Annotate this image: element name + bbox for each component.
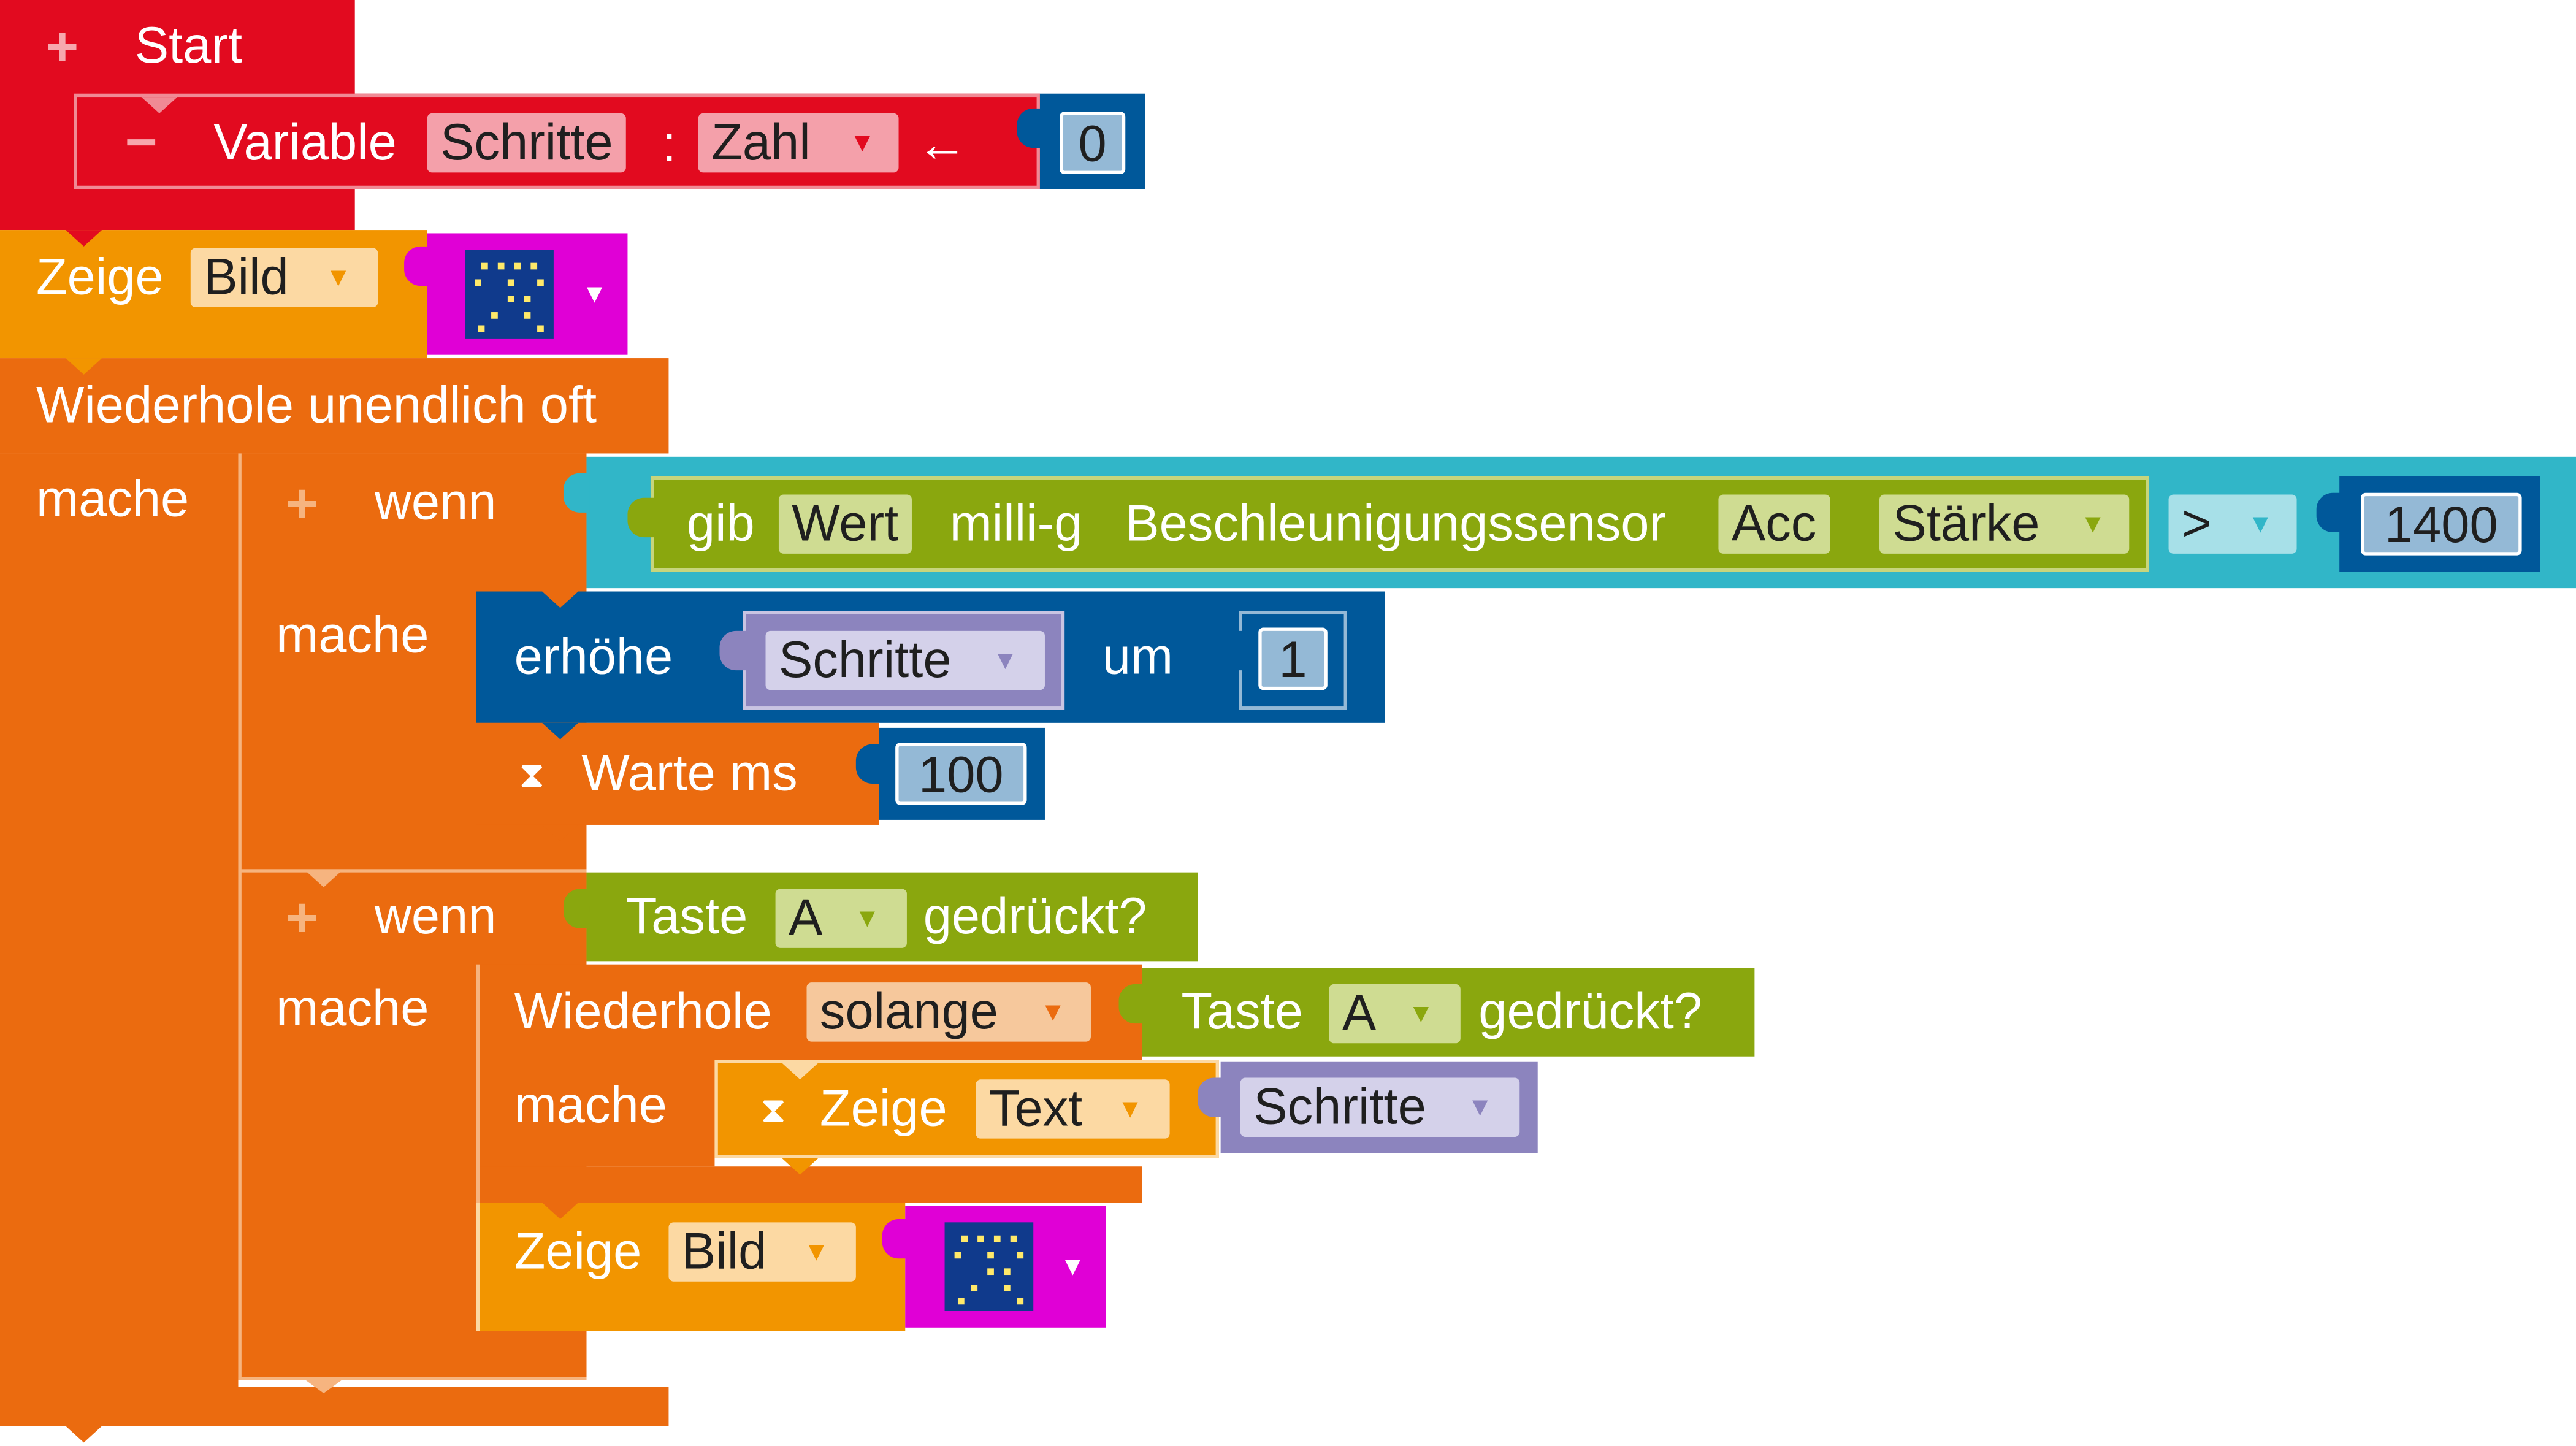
forever-loop-block[interactable] — [0, 358, 669, 454]
assign-arrow: ← — [916, 115, 968, 173]
dropdown-arrow-icon: ▼ — [2247, 511, 2274, 539]
show-text-label: Zeige — [819, 1079, 947, 1138]
show-kind-dropdown[interactable]: Bild ▼ — [190, 248, 378, 308]
increment-amount-field[interactable]: 1 — [1258, 627, 1328, 690]
show-text-variable-dropdown[interactable]: Schritte ▼ — [1240, 1077, 1520, 1138]
dropdown-arrow-icon: ▼ — [1408, 1000, 1434, 1029]
increment-variable-value: Schritte — [778, 630, 952, 689]
while-do-label: mache — [514, 1076, 667, 1134]
if2-do-label: mache — [276, 979, 429, 1037]
start-label: Start — [134, 16, 243, 74]
threshold-value-field[interactable]: 1400 — [2361, 492, 2522, 556]
show-image-2-kind-dropdown[interactable]: Bild ▼ — [668, 1222, 856, 1282]
show-text-variable-value: Schritte — [1253, 1077, 1426, 1136]
while-button-value: A — [1342, 984, 1377, 1042]
show-image-2-kind-value: Bild — [681, 1222, 767, 1280]
dropdown-arrow-icon: ▼ — [849, 129, 876, 158]
while-mode-value: solange — [819, 982, 998, 1040]
plus-icon[interactable]: + — [286, 887, 319, 950]
dropdown-arrow-icon[interactable]: ▼ — [1060, 1253, 1086, 1282]
dropdown-arrow-icon: ▼ — [1467, 1094, 1493, 1122]
while-label: Wiederhole — [514, 982, 772, 1040]
variable-type-dropdown[interactable]: Zahl ▼ — [698, 113, 899, 173]
button-suffix: gedrückt? — [923, 887, 1147, 945]
increment-label: erhöhe — [514, 627, 673, 686]
hourglass-icon: ⧗ — [760, 1089, 786, 1131]
led-matrix-image-icon[interactable] — [944, 1222, 1034, 1312]
get-label: gib — [686, 494, 755, 553]
variable-type-value: Zahl — [711, 113, 811, 171]
show-image-2-label: Zeige — [514, 1222, 642, 1280]
wait-label: Warte ms — [581, 744, 798, 802]
sensor-property-dropdown[interactable]: Stärke ▼ — [1879, 494, 2130, 554]
show-text-kind-value: Text — [988, 1079, 1083, 1138]
dropdown-arrow-icon[interactable]: ▼ — [581, 281, 608, 309]
dropdown-arrow-icon: ▼ — [1117, 1096, 1144, 1124]
forever-do-label: mache — [36, 470, 189, 528]
wait-block[interactable] — [476, 722, 879, 825]
button-value: A — [789, 889, 823, 947]
show-text-kind-dropdown[interactable]: Text ▼ — [976, 1079, 1170, 1139]
hourglass-icon: ⧗ — [519, 754, 545, 795]
dropdown-arrow-icon: ▼ — [803, 1239, 830, 1267]
plus-icon[interactable]: + — [46, 16, 79, 79]
dropdown-arrow-icon: ▼ — [2079, 511, 2106, 539]
if1-do-label: mache — [276, 606, 429, 664]
show-kind-value: Bild — [204, 248, 289, 306]
variable-name-field[interactable]: Schritte — [427, 113, 627, 173]
initial-value-field[interactable]: 0 — [1060, 112, 1126, 174]
dropdown-arrow-icon: ▼ — [1039, 998, 1066, 1027]
dropdown-arrow-icon: ▼ — [325, 264, 351, 293]
show-image-label: Zeige — [36, 248, 164, 306]
plus-icon[interactable]: + — [286, 473, 319, 536]
while-button-suffix: gedrückt? — [1478, 982, 1703, 1040]
while-button-dropdown[interactable]: A ▼ — [1329, 984, 1461, 1044]
type-separator: : — [662, 115, 676, 173]
while-button-label: Taste — [1181, 982, 1303, 1040]
dropdown-arrow-icon: ▼ — [992, 647, 1019, 676]
unit-label: milli-g — [949, 494, 1083, 553]
operator-dropdown[interactable]: > ▼ — [2168, 494, 2297, 554]
button-label: Taste — [625, 887, 748, 945]
increment-by-label: um — [1102, 627, 1174, 686]
dropdown-arrow-icon: ▼ — [854, 905, 881, 933]
while-mode-dropdown[interactable]: solange ▼ — [806, 982, 1091, 1042]
led-matrix-image-icon[interactable] — [465, 250, 554, 339]
wait-value-field[interactable]: 100 — [895, 742, 1027, 805]
sensor-property-value: Stärke — [1892, 494, 2040, 553]
increment-variable-dropdown[interactable]: Schritte ▼ — [765, 630, 1045, 690]
sensor-label: Beschleunigungssensor — [1125, 494, 1667, 553]
if2-label: wenn — [374, 887, 497, 945]
value-kind-field[interactable]: Wert — [778, 494, 912, 554]
sensor-name-field[interactable]: Acc — [1718, 494, 1830, 554]
if1-label: wenn — [374, 473, 497, 531]
forever-loop-label: Wiederhole unendlich oft — [36, 376, 597, 434]
button-dropdown[interactable]: A ▼ — [775, 889, 907, 948]
variable-label: Variable — [213, 113, 397, 171]
minus-icon[interactable]: − — [124, 112, 158, 174]
operator-value: > — [2181, 494, 2212, 553]
